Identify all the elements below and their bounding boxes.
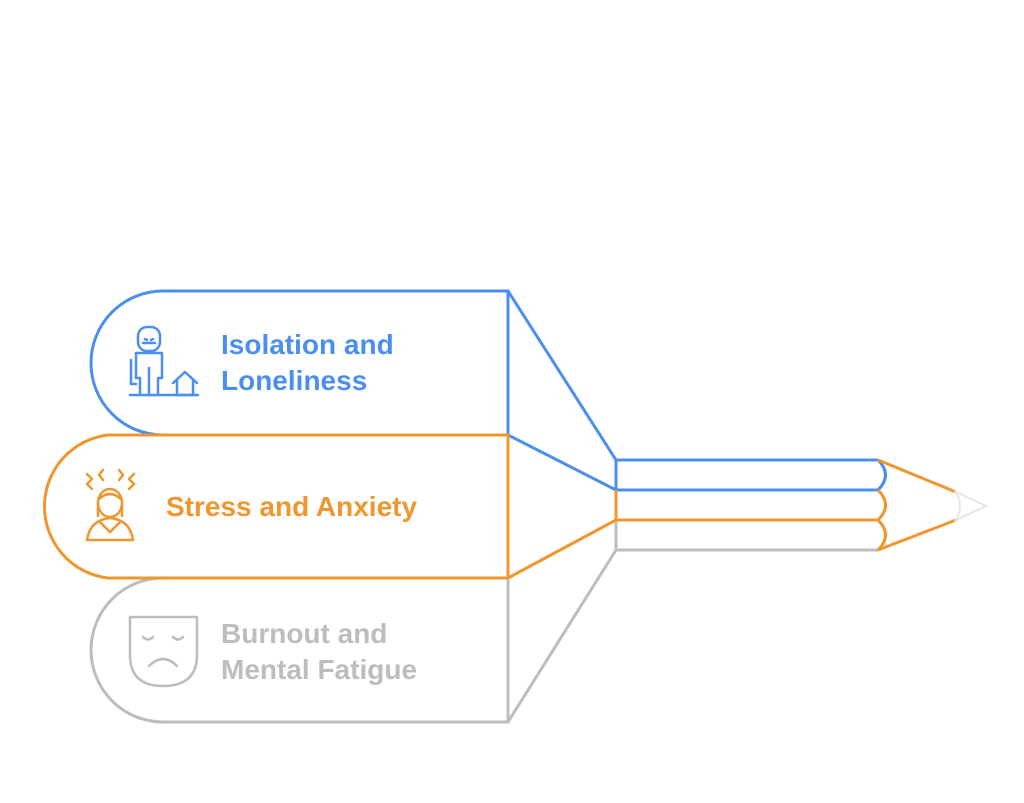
label-stress-line-1: Stress and Anxiety	[166, 491, 418, 522]
label-isolation-line-1: Isolation and	[221, 329, 394, 360]
label-burnout: Burnout and Mental Fatigue	[221, 616, 417, 688]
pencil-tip	[953, 489, 989, 523]
isolation-shape	[89, 289, 887, 492]
burnout-shape	[89, 520, 878, 724]
label-burnout-line-1: Burnout and	[221, 618, 388, 649]
label-burnout-line-2: Mental Fatigue	[221, 654, 418, 685]
stress-shape	[42, 433, 957, 580]
stressed-person-icon	[85, 468, 136, 542]
sad-mask-icon	[128, 615, 199, 688]
label-isolation-line-2: Loneliness	[221, 365, 368, 396]
label-stress: Stress and Anxiety	[166, 489, 417, 525]
label-isolation: Isolation and Loneliness	[221, 327, 394, 399]
person-house-icon	[128, 325, 200, 397]
